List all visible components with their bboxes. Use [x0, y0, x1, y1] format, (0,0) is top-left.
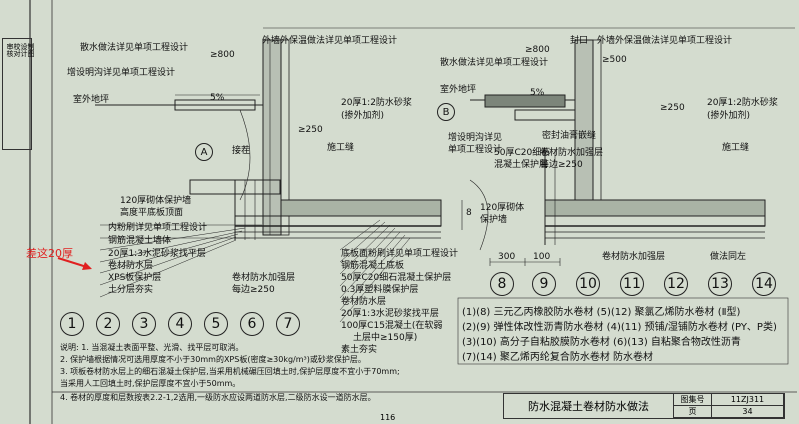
layer-label: XPS板保护层 — [108, 273, 162, 283]
circle-marker: 9 — [532, 272, 556, 296]
label-concrete: 混凝土保护层 — [494, 160, 549, 170]
note-line: 说明: 1. 当混凝土表面平整、光滑、找平层可取消。 — [60, 343, 244, 352]
label-dim: 8 — [466, 208, 472, 218]
page-number: 34 — [712, 406, 784, 418]
title-block: 防水混凝土卷材防水做法 图集号 11ZJ311 页 34 — [503, 393, 785, 419]
atlas-label: 图集号 — [674, 394, 712, 406]
side-label: 审核 — [6, 43, 14, 57]
note-line: 2. 保护墙根据情况可选用厚度不小于30mm的XPS板(密度≥30kg/m³)或… — [60, 355, 366, 364]
label-height: 高度平底板顶面 — [120, 208, 184, 218]
circle-marker: 3 — [132, 312, 156, 336]
label-brick: 保护墙 — [480, 215, 508, 225]
circle-marker: 5 — [204, 312, 228, 336]
layer-label: 卷材防水层 — [108, 261, 154, 271]
legend-line: (3)(10) 高分子自粘胶膜防水卷材 (6)(13) 自粘聚合物改性沥青 — [462, 337, 741, 348]
floor-layer: 20厚1:3水泥砂浆找平层 — [341, 309, 439, 319]
layer-label: 20厚1:3水泥砂浆找平层 — [108, 249, 206, 259]
note-line: 3. 项板卷材防水层上的细石混凝土保护层,当采用机械碾压回填土时,保护层厚度不宜… — [60, 367, 400, 376]
circle-marker: 6 — [240, 312, 264, 336]
label-construction-joint: 施工缝 — [722, 143, 750, 153]
label-admixture: (掺外加剂) — [341, 111, 385, 121]
label-dim: ≥250 — [298, 125, 323, 135]
label-insulation: 外墙外保温做法详见单项工程设计 — [597, 36, 733, 46]
label-drainage: 散水做法详见单项工程设计 — [440, 58, 549, 68]
label-mortar: 20厚1:2防水砂浆 — [707, 98, 778, 108]
layer-label: 钢筋混凝土墙体 — [108, 236, 172, 246]
label-brick: 120厚砌体 — [480, 203, 525, 213]
circle-marker: 2 — [96, 312, 120, 336]
label-dim: ≥800 — [525, 45, 550, 55]
floor-layer: 100厚C15混凝土(在软弱 — [341, 321, 443, 331]
circle-marker: 11 — [620, 272, 644, 296]
label-dim: ≥800 — [210, 50, 235, 60]
layer-label: 卷材防水加强层 — [232, 273, 296, 283]
floor-layer: 0.3厚塑料膜保护层 — [341, 285, 419, 295]
label-dim: ≥500 — [602, 55, 627, 65]
layer-label: 每边≥250 — [232, 285, 275, 295]
note-line: 4. 卷材的厚度和层数按表2.2-1,2选用,一级防水应设两道防水层,二级防水设… — [60, 393, 376, 402]
label-ditch: 单项工程设计 — [448, 145, 503, 155]
detail-marker: A — [195, 143, 213, 161]
legend-line: (2)(9) 弹性体改性沥青防水卷材 (4)(11) 预铺/湿铺防水卷材 (PY… — [462, 322, 777, 333]
label-mortar: 20厚1:2防水砂浆 — [341, 98, 412, 108]
circle-marker: 13 — [708, 272, 732, 296]
label-dim: 100 — [533, 252, 551, 262]
label-dim: ≥250 — [660, 103, 685, 113]
legend-line: (7)(14) 聚乙烯丙纶复合防水卷材 防水卷材 — [462, 352, 654, 363]
circle-marker: 14 — [752, 272, 776, 296]
label-ditch: 增设明沟详见单项工程设计 — [67, 68, 176, 78]
label-reinforce: 卷材防水加强层 — [602, 252, 666, 262]
label-concrete: 50厚C20细石 — [494, 148, 551, 158]
legend-line: (1)(8) 三元乙丙橡胶防水卷材 (5)(12) 聚氯乙烯防水卷材 (Ⅱ型) — [462, 307, 741, 318]
label-construction-joint: 施工缝 — [327, 143, 355, 153]
detail-marker: B — [437, 103, 455, 121]
floor-layer: 土层中≥150厚) — [353, 333, 418, 343]
label-slope: 5% — [530, 88, 545, 98]
circle-marker: 8 — [490, 272, 514, 296]
page-label: 页 — [674, 406, 712, 418]
floor-layer: 钢筋混凝土底板 — [341, 261, 405, 271]
note-line: 当采用人工回填土时,保护层厚度不宜小于50mm。 — [60, 379, 241, 388]
label-sealant: 密封油膏嵌缝 — [542, 131, 597, 141]
label-ground: 室外地坪 — [73, 95, 110, 105]
floor-layer: 50厚C20细石混凝土保护层 — [341, 273, 452, 283]
atlas-number: 11ZJ311 — [712, 394, 784, 406]
floor-layer: 卷材防水层 — [341, 297, 387, 307]
label-slope: 5% — [210, 93, 225, 103]
label-reinforce: 每边≥250 — [540, 160, 583, 170]
circle-marker: 12 — [664, 272, 688, 296]
layer-label: 土分层夯实 — [108, 285, 154, 295]
annotation-note: 差这20厚 — [26, 247, 73, 260]
signature-column: 审核 校对 设计 制图 — [2, 38, 35, 150]
side-label: 制图 — [27, 43, 35, 57]
circle-marker: 10 — [576, 272, 600, 296]
label-joint: 接茬 — [232, 146, 251, 156]
floor-layer: 素土夯实 — [341, 345, 378, 355]
label-seal: 封口 — [570, 36, 589, 46]
side-label: 设计 — [20, 43, 28, 57]
label-ditch: 增设明沟详见 — [448, 133, 503, 143]
label-admixture: (掺外加剂) — [707, 111, 751, 121]
label-drainage: 散水做法详见单项工程设计 — [80, 43, 189, 53]
label-same: 做法同左 — [710, 252, 747, 262]
label-insulation: 外墙外保温做法详见单项工程设计 — [262, 36, 398, 46]
circle-marker: 4 — [168, 312, 192, 336]
layer-label: 内粉刷详见单项工程设计 — [108, 223, 208, 233]
label-ground: 室外地坪 — [440, 85, 477, 95]
label-dim: 300 — [498, 252, 516, 262]
sheet-number: 116 — [380, 413, 396, 422]
side-label: 校对 — [13, 43, 21, 57]
circle-marker: 1 — [60, 312, 84, 336]
circle-marker: 7 — [276, 312, 300, 336]
label-protect-wall: 120厚砌体保护墙 — [120, 196, 192, 206]
drawing-title: 防水混凝土卷材防水做法 — [504, 394, 674, 418]
label-reinforce: 卷材防水加强层 — [540, 148, 604, 158]
floor-layer: 底板面粉刷详见单项工程设计 — [341, 249, 459, 259]
